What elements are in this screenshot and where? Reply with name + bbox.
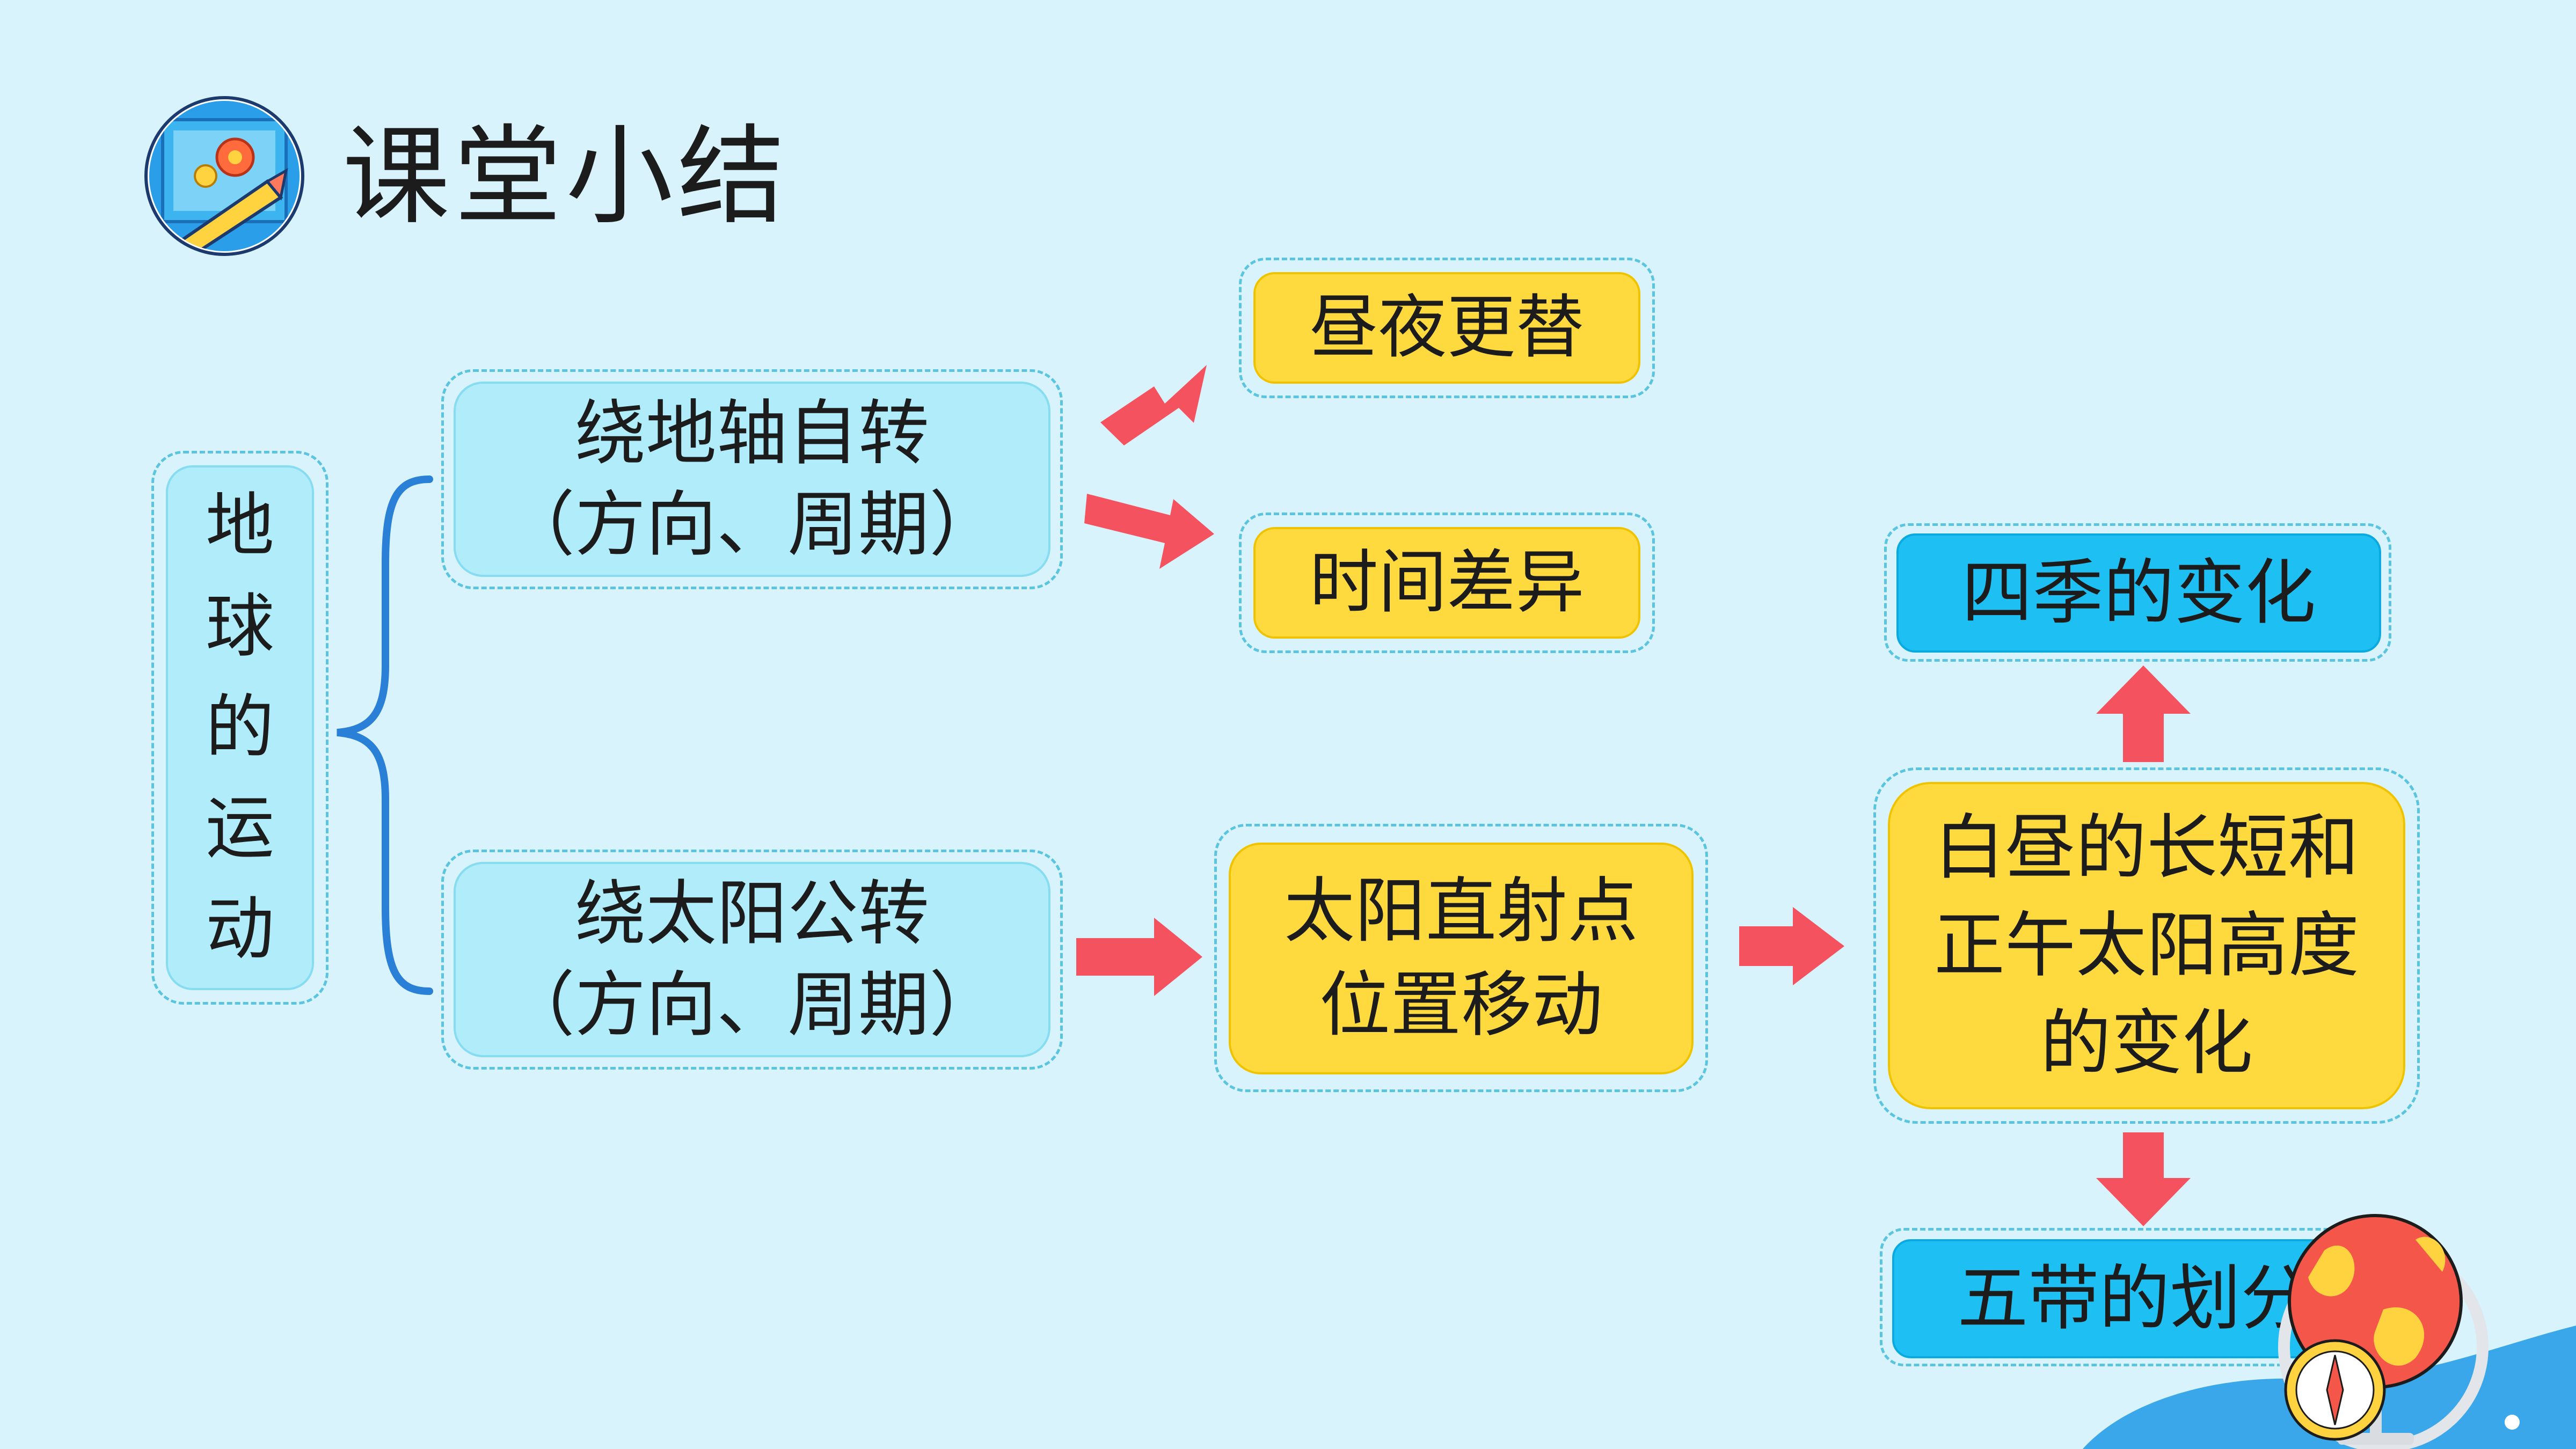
root-node-box: 地 球 的 运 动	[166, 465, 314, 990]
daylength-node-box: 白昼的长短和 正午太阳高度 的变化	[1888, 782, 2405, 1109]
root-char: 动	[205, 889, 274, 969]
root-char: 的	[205, 687, 274, 767]
rotation-title: 绕地轴自转	[575, 392, 929, 475]
subsolar-node: 太阳直射点 位置移动	[1214, 824, 1708, 1092]
globe-decoration	[2083, 1214, 2576, 1449]
arrow-to-daylength	[1739, 907, 1844, 985]
page-title: 课堂小结	[342, 114, 790, 239]
rotation-node-box: 绕地轴自转 （方向、周期）	[454, 382, 1050, 577]
subsolar-line2: 位置移动	[1319, 964, 1603, 1046]
seasons-node-box: 四季的变化	[1896, 533, 2381, 653]
lesson-summary-icon	[144, 96, 304, 256]
time-diff-node-box: 时间差异	[1253, 527, 1640, 639]
root-char: 运	[205, 788, 274, 868]
arrow-to-zones	[2096, 1132, 2191, 1226]
day-night-node: 昼夜更替	[1239, 258, 1655, 398]
root-char: 球	[205, 587, 274, 667]
seasons-label: 四季的变化	[1961, 552, 2316, 634]
daylength-line1: 白昼的长短和	[1934, 807, 2359, 889]
branch-brace	[337, 475, 433, 995]
subsolar-node-box: 太阳直射点 位置移动	[1229, 843, 1694, 1074]
daylength-node: 白昼的长短和 正午太阳高度 的变化	[1873, 767, 2420, 1124]
time-diff-node: 时间差异	[1239, 513, 1655, 653]
daylength-line2: 正午太阳高度	[1934, 904, 2359, 987]
root-node: 地 球 的 运 动	[151, 451, 329, 1005]
arrow-to-day-night	[1100, 365, 1207, 445]
arrow-to-seasons	[2096, 665, 2191, 762]
root-char: 地	[205, 486, 274, 566]
rotation-node: 绕地轴自转 （方向、周期）	[441, 369, 1063, 589]
day-night-label: 昼夜更替	[1309, 288, 1585, 368]
revolution-node-box: 绕太阳公转 （方向、周期）	[454, 862, 1050, 1057]
arrow-to-subsolar	[1076, 918, 1202, 996]
time-diff-label: 时间差异	[1309, 543, 1585, 623]
zones-label: 五带的划分	[1957, 1257, 2312, 1340]
revolution-detail: （方向、周期）	[504, 964, 1000, 1046]
rotation-detail: （方向、周期）	[504, 484, 1000, 566]
daylength-line3: 的变化	[2040, 1002, 2253, 1085]
day-night-node-box: 昼夜更替	[1253, 272, 1640, 384]
subsolar-line1: 太阳直射点	[1284, 870, 1638, 953]
revolution-title: 绕太阳公转	[575, 873, 929, 955]
seasons-node: 四季的变化	[1884, 523, 2391, 662]
revolution-node: 绕太阳公转 （方向、周期）	[441, 850, 1063, 1070]
arrow-to-time-diff	[1084, 494, 1214, 569]
